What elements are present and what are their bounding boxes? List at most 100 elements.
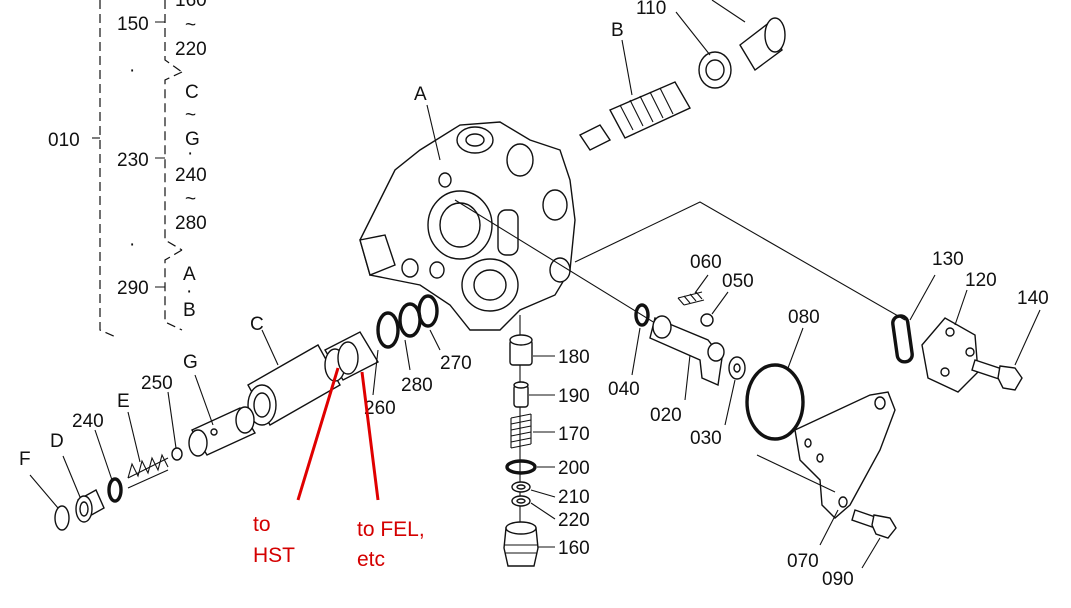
part-190-poppet (513, 381, 529, 408)
oring-200 (505, 459, 537, 475)
part-G-spool (188, 406, 257, 457)
part-E-spring (127, 453, 169, 489)
leader-220 (530, 502, 556, 520)
leader-B (621, 39, 633, 96)
label-050: 050 (722, 271, 754, 292)
valve-body-A (359, 121, 576, 331)
label-060: 060 (690, 252, 722, 273)
tree-branch-230-dot: · (187, 143, 193, 164)
tree-branch-150-lo: 160 (175, 0, 207, 11)
leader-A (426, 104, 441, 161)
leader-030 (724, 379, 736, 426)
annotation-arrow-hst (296, 367, 340, 501)
label-E: E (117, 391, 130, 412)
leader-060 (694, 274, 709, 294)
leader-080 (787, 327, 804, 369)
tree-branch-230-g: G (185, 129, 200, 150)
part-120-plate (921, 317, 979, 393)
part-090-bolt (851, 509, 897, 539)
tree-branch-150: 150 (117, 14, 149, 35)
annotation-hst-line1: to (253, 513, 271, 536)
oring-270 (417, 294, 439, 328)
tree-branch-230-c: C (185, 82, 199, 103)
part-070-cover (794, 391, 896, 519)
annotation-arrow-fel (360, 371, 380, 501)
oring-040 (634, 303, 650, 327)
label-220: 220 (558, 510, 590, 531)
part-C-sleeve (247, 331, 379, 426)
label-030: 030 (690, 428, 722, 449)
tree-dot-2: · (129, 234, 135, 255)
oring-240 (107, 477, 123, 503)
leader-E (127, 411, 141, 463)
leader-D (62, 455, 81, 498)
label-120: 120 (965, 270, 997, 291)
label-190: 190 (558, 386, 590, 407)
part-160-plug (503, 521, 539, 567)
leader-050 (711, 291, 729, 315)
label-180: 180 (558, 347, 590, 368)
part-B-spool (578, 17, 786, 151)
leader-090 (861, 537, 881, 569)
annotation-hst-line2: HST (253, 544, 295, 567)
washer-030-hole (733, 363, 741, 373)
label-F: F (19, 449, 31, 470)
tree-root-label: 010 (48, 130, 80, 151)
tree-branch-290-dot: · (186, 281, 192, 302)
leader-250 (167, 391, 177, 449)
label-240: 240 (72, 411, 104, 432)
label-090: 090 (822, 569, 854, 590)
washer-220-hole (516, 498, 526, 504)
leader-280 (404, 339, 411, 371)
leader-270 (429, 329, 441, 351)
tree-branch-290-b: B (183, 300, 196, 321)
label-200: 200 (558, 458, 590, 479)
assembly-tree: 010 150 160 ~ 220 · 230 C ~ G · 240 ~ 28… (48, 0, 207, 339)
leader-130 (909, 274, 936, 321)
tree-outer-bracket (99, 0, 119, 339)
label-070: 070 (787, 551, 819, 572)
label-210: 210 (558, 487, 590, 508)
tree-branch-230-tilde2: ~ (185, 189, 196, 210)
label-280: 280 (401, 375, 433, 396)
tree-branch-ticks (155, 21, 165, 288)
tree-branch-150-hi: 220 (175, 39, 207, 60)
label-080: 080 (788, 307, 820, 328)
tree-branch-230-tilde1: ~ (185, 105, 196, 126)
label-A: A (414, 84, 427, 105)
leader-G (194, 374, 214, 426)
leader-240 (94, 429, 113, 481)
label-160: 160 (558, 538, 590, 559)
tree-bracket-230 (164, 71, 183, 251)
annotation-fel-line1: to FEL, (357, 518, 425, 541)
leader-120 (954, 289, 968, 326)
label-020: 020 (650, 405, 682, 426)
tree-branch-230-240: 240 (175, 165, 207, 186)
leader-040 (631, 327, 641, 376)
tree-branch-150-tilde: ~ (185, 15, 196, 36)
part-D-plug (75, 489, 105, 523)
oring-280 (398, 302, 422, 338)
tree-branch-230-280: 280 (175, 213, 207, 234)
tree-branch-230: 230 (117, 150, 149, 171)
annotation-fel-line2: etc (357, 548, 385, 571)
part-170-spring (510, 413, 532, 449)
leader-070 (819, 509, 839, 546)
oring-130 (891, 314, 914, 364)
leader-020 (684, 354, 691, 401)
ball-050 (700, 313, 714, 327)
label-170: 170 (558, 424, 590, 445)
label-110: 110 (636, 0, 666, 19)
label-130: 130 (932, 249, 964, 270)
leader-F (29, 474, 59, 509)
tree-branch-290: 290 (117, 278, 149, 299)
part-140-bolt (971, 359, 1023, 391)
label-270: 270 (440, 353, 472, 374)
leader-110 (675, 11, 711, 56)
oring-080 (745, 363, 805, 441)
part-F-snapring (54, 505, 70, 531)
tree-bracket-150 (164, 0, 183, 73)
leader-C (261, 329, 279, 366)
